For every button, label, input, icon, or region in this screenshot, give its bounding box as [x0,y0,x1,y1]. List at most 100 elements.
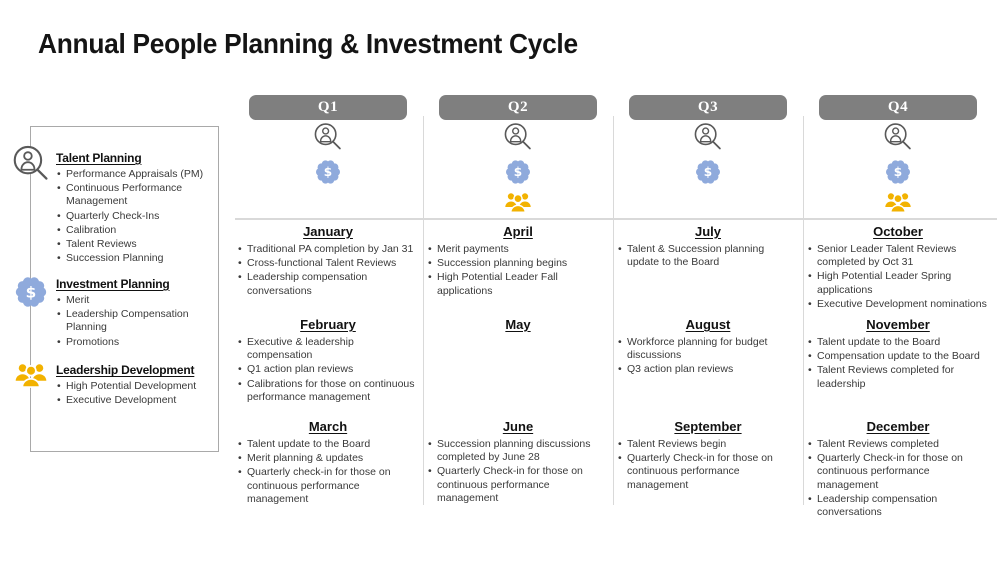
month-block-august: August Workforce planning for budget dis… [617,317,799,378]
legend-section-title: Leadership Development [56,363,195,377]
month-block-october: October Senior Leader Talent Reviews com… [807,224,989,312]
quarter-header: Q2 [439,95,597,120]
month-block-may: May [427,317,609,336]
bullet-item: Quarterly Check-Ins [56,210,213,223]
timeline-rule [235,218,997,220]
month-bullet-list: Talent update to the BoardMerit planning… [237,438,419,506]
column-divider [803,116,804,505]
legend-box: Talent Planning Performance Appraisals (… [30,126,219,452]
month-name: January [303,224,353,239]
bullet-item: High Potential Leader Fall applications [427,271,609,297]
quarter-header: Q4 [819,95,977,120]
dollar-badge-icon [503,157,533,187]
bullet-item: Quarterly Check-in for those on continuo… [807,452,989,492]
month-block-july: July Talent & Succession planning update… [617,224,799,270]
bullet-item: Succession planning begins [427,257,609,270]
bullet-item: Traditional PA completion by Jan 31 [237,243,419,256]
legend-section-title: Investment Planning [56,277,170,291]
bullet-item: High Potential Leader Spring application… [807,270,989,296]
legend-bullet-list: Performance Appraisals (PM)Continuous Pe… [56,168,213,266]
person-search-icon [501,121,535,155]
person-search-icon [311,121,345,155]
dollar-badge-icon [693,157,723,187]
month-bullet-list: Senior Leader Talent Reviews completed b… [807,243,989,311]
month-block-september: September Talent Reviews beginQuarterly … [617,419,799,493]
legend-bullet-list: MeritLeadership Compensation PlanningPro… [56,294,213,349]
dollar-badge-icon [313,157,343,187]
bullet-item: Talent & Succession planning update to t… [617,243,799,269]
month-block-june: June Succession planning discussions com… [427,419,609,506]
bullet-item: Talent update to the Board [237,438,419,451]
bullet-item: Leadership Compensation Planning [56,308,213,334]
month-bullet-list: Talent Reviews completedQuarterly Check-… [807,438,989,519]
legend-section-leadership-development: Leadership Development High Potential De… [56,363,213,408]
bullet-item: Calibration [56,224,213,237]
bullet-item: Calibrations for those on continuous per… [237,378,419,404]
month-bullet-list: Merit paymentsSuccession planning begins… [427,243,609,298]
legend-section-title: Talent Planning [56,151,142,165]
month-block-december: December Talent Reviews completedQuarter… [807,419,989,520]
month-name: August [685,317,731,332]
month-name: April [503,224,533,239]
person-search-icon [691,121,725,155]
bullet-item: Leadership compensation conversations [807,493,989,519]
dollar-badge-icon [12,273,50,311]
quarter-icon-stack [423,121,613,217]
bullet-item: Talent Reviews [56,238,213,251]
month-bullet-list: Executive & leadership compensationQ1 ac… [237,336,419,404]
quarter-header: Q3 [629,95,787,120]
bullet-item: Leadership compensation conversations [237,271,419,297]
quarter-column-q3: Q3 July Talent & Succession planning upd… [613,0,803,562]
column-divider [613,116,614,505]
quarter-icon-stack [613,121,803,187]
bullet-item: Promotions [56,336,213,349]
quarter-column-q2: Q2 April Merit paymentsSuccession planni… [423,0,613,562]
bullet-item: Merit [56,294,213,307]
month-block-january: January Traditional PA completion by Jan… [237,224,419,299]
bullet-item: Q3 action plan reviews [617,363,799,376]
month-bullet-list: Traditional PA completion by Jan 31Cross… [237,243,419,298]
month-name: May [505,317,531,332]
bullet-item: Succession planning discussions complete… [427,438,609,464]
month-bullet-list: Workforce planning for budget discussion… [617,336,799,377]
month-bullet-list: Talent Reviews beginQuarterly Check-in f… [617,438,799,492]
month-name: March [308,419,348,434]
page-title: Annual People Planning & Investment Cycl… [38,28,578,59]
bullet-item: Executive Development nominations [807,298,989,311]
month-name: December [866,419,930,434]
quarter-grid: Q1 January Traditional PA completion by … [233,0,1000,562]
people-group-icon [882,189,914,217]
month-name: July [694,224,721,239]
quarter-header: Q1 [249,95,407,120]
quarter-icon-stack [233,121,423,187]
month-name: November [866,317,930,332]
column-divider [423,116,424,505]
month-bullet-list: Succession planning discussions complete… [427,438,609,505]
bullet-item: Compensation update to the Board [807,350,989,363]
month-name: October [873,224,923,239]
person-search-icon [881,121,915,155]
people-group-icon [502,189,534,217]
quarter-icon-stack [803,121,993,217]
month-block-february: February Executive & leadership compensa… [237,317,419,405]
month-block-april: April Merit paymentsSuccession planning … [427,224,609,299]
bullet-item: Merit payments [427,243,609,256]
legend-section-investment-planning: Investment Planning MeritLeadership Comp… [56,277,213,350]
people-group-icon [12,359,50,393]
legend-section-talent-planning: Talent Planning Performance Appraisals (… [56,151,213,267]
month-name: February [300,317,356,332]
bullet-item: Talent Reviews completed for leadership [807,364,989,390]
person-search-icon [9,143,53,187]
quarter-column-q1: Q1 January Traditional PA completion by … [233,0,423,562]
bullet-item: Executive Development [56,394,213,407]
bullet-item: Merit planning & updates [237,452,419,465]
bullet-item: Workforce planning for budget discussion… [617,336,799,362]
bullet-item: Executive & leadership compensation [237,336,419,362]
bullet-item: Continuous Performance Management [56,182,213,208]
bullet-item: Talent Reviews begin [617,438,799,451]
bullet-item: Talent Reviews completed [807,438,989,451]
bullet-item: Succession Planning [56,252,213,265]
bullet-item: Quarterly Check-in for those on continuo… [427,465,609,505]
month-name: September [674,419,742,434]
